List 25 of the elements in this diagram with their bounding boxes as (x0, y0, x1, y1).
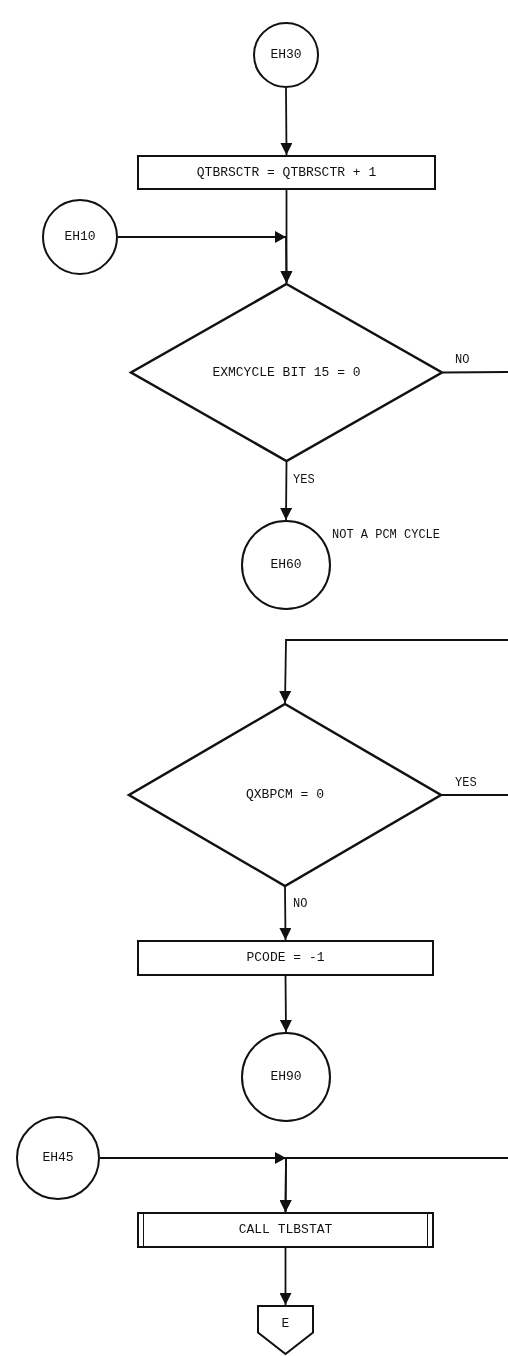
arrow (279, 975, 292, 1033)
node-label: EH10 (64, 228, 96, 246)
node-label: EH90 (270, 1068, 302, 1086)
node-label: EH45 (42, 1149, 74, 1167)
off-page-connector (257, 1305, 314, 1355)
node-label: EH60 (270, 556, 302, 574)
node-label: E (281, 1315, 290, 1333)
node-label: QXBPCM = 0 (246, 786, 324, 804)
node-label: EH30 (270, 46, 302, 64)
node-label: PCODE = -1 (246, 949, 325, 967)
arrow (279, 639, 508, 704)
process-box (137, 155, 436, 190)
arrow (280, 87, 293, 156)
decision-diamond (128, 703, 442, 887)
arrow (279, 886, 292, 941)
subroutine-box (137, 1212, 434, 1248)
arrow (279, 1157, 508, 1213)
process-box (137, 940, 434, 976)
decision-diamond (130, 283, 443, 462)
arrow (117, 231, 293, 284)
node-label: CALL TLBSTAT (238, 1221, 333, 1239)
arrow (279, 1247, 292, 1306)
node-label: EXMCYCLE BIT 15 = 0 (212, 363, 361, 382)
node-label: QTBRSCTR = QTBRSCTR + 1 (196, 163, 377, 182)
arrow (280, 461, 293, 521)
